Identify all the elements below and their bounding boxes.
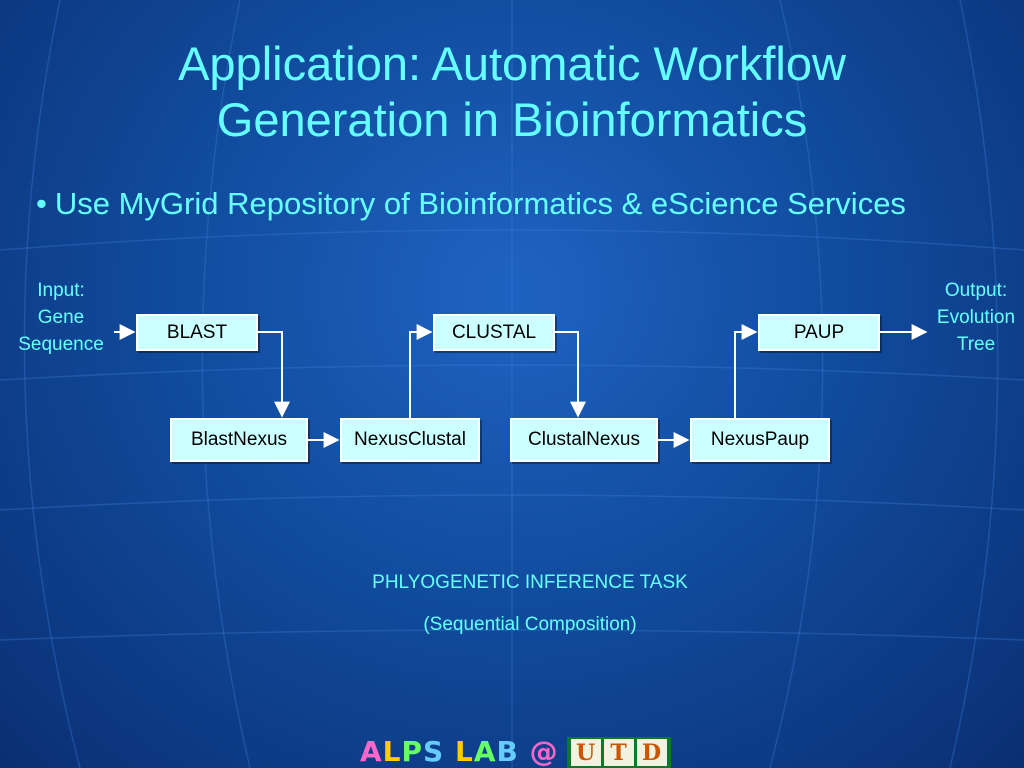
node-nexusclustal: NexusClustal — [340, 418, 480, 462]
bullet-icon: • — [36, 186, 47, 221]
node-blastnexus: BlastNexus — [170, 418, 308, 462]
output-label-line3: Tree — [956, 334, 996, 355]
slide-title: Application: Automatic Workflow Generati… — [0, 36, 1024, 148]
caption-composition: (Sequential Composition) — [423, 614, 637, 635]
input-label-line3: Sequence — [18, 334, 104, 355]
input-label-line2: Gene — [37, 307, 85, 328]
node-nexuspaup: NexusPaup — [690, 418, 830, 462]
slide-title-line1: Application: Automatic Workflow — [178, 37, 846, 90]
bullet-point: •Use MyGrid Repository of Bioinformatics… — [36, 186, 906, 222]
bullet-text: Use MyGrid Repository of Bioinformatics … — [54, 186, 906, 221]
node-clustalnexus: ClustalNexus — [510, 418, 658, 462]
output-label-line2: Evolution — [936, 307, 1016, 328]
output-label-line1: Output: — [944, 280, 1008, 301]
node-paup: PAUP — [758, 314, 880, 351]
node-blast: BLAST — [136, 314, 258, 351]
caption-task: PHLYOGENETIC INFERENCE TASK — [372, 572, 688, 593]
node-clustal: CLUSTAL — [433, 314, 555, 351]
slide-title-line2: Generation in Bioinformatics — [216, 93, 808, 146]
input-label-line1: Input: — [37, 280, 85, 301]
input-label: Input: Gene Sequence — [8, 277, 114, 358]
output-label: Output: Evolution Tree — [928, 277, 1024, 358]
alps-lab-logo-text: ALPS LAB @ — [360, 735, 559, 768]
